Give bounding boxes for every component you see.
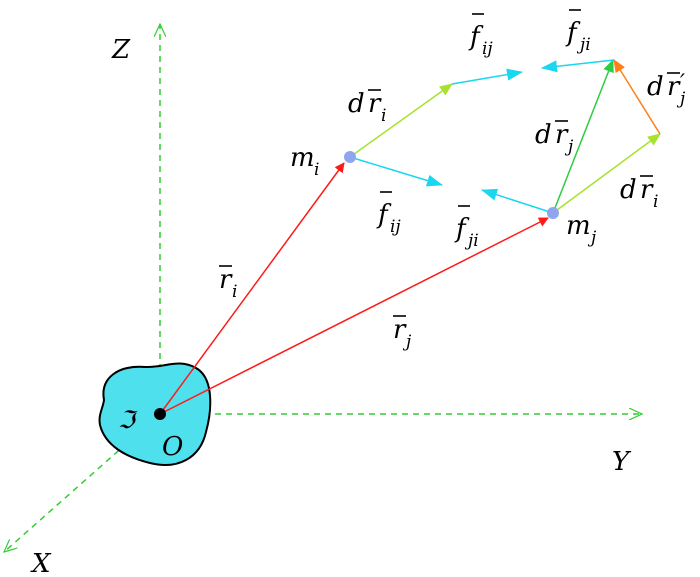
- svg-text:ji: ji: [464, 231, 479, 251]
- reference-frame-label: ℑ: [118, 406, 139, 434]
- force-fij-top: [451, 68, 523, 85]
- svg-text:r: r: [667, 72, 681, 102]
- displacement-drj-prime: [613, 59, 661, 135]
- fji-top-label: f ji: [565, 9, 591, 55]
- rj-label: r j: [393, 315, 412, 352]
- position-vector-ri: [159, 162, 345, 415]
- drj-label: d r j: [535, 120, 574, 157]
- displacement-dri-right: [552, 133, 661, 214]
- svg-text:j: j: [587, 228, 597, 248]
- svg-text:f: f: [565, 18, 581, 48]
- svg-text:i: i: [653, 192, 658, 212]
- y-axis-label: Y: [612, 447, 632, 477]
- particle-mj-dot: [547, 207, 559, 219]
- svg-text:m: m: [290, 143, 315, 173]
- particle-mi-label: m i: [290, 143, 319, 180]
- fji-bottom-label: f ji: [454, 205, 479, 251]
- particle-mj-label: m j: [566, 211, 597, 248]
- x-axis-label: X: [30, 549, 52, 577]
- origin-label: O: [162, 432, 183, 462]
- svg-text:d: d: [647, 72, 664, 102]
- svg-text:d: d: [535, 120, 552, 150]
- force-fji-top: [541, 59, 615, 73]
- svg-text:d: d: [348, 89, 365, 119]
- svg-text:r: r: [555, 120, 569, 150]
- svg-text:i: i: [314, 160, 319, 180]
- svg-text:ij: ij: [482, 39, 493, 59]
- displacement-dri-left: [349, 83, 453, 158]
- svg-text:i: i: [381, 106, 386, 126]
- svg-text:i: i: [232, 282, 237, 302]
- svg-text:′: ′: [680, 71, 685, 96]
- svg-text:r: r: [219, 265, 233, 295]
- displacement-drj: [552, 59, 614, 214]
- z-axis-label: Z: [111, 35, 131, 65]
- position-vector-rj: [159, 217, 549, 415]
- origin-dot: [154, 408, 166, 420]
- svg-text:ij: ij: [390, 217, 401, 237]
- svg-text:ji: ji: [576, 35, 591, 55]
- dri-right-label: d r i: [620, 175, 658, 212]
- svg-text:r: r: [368, 89, 382, 119]
- svg-text:d: d: [620, 175, 637, 205]
- fij-top-label: f ij: [468, 13, 493, 59]
- svg-text:j: j: [676, 89, 686, 109]
- fij-bottom-label: f ij: [376, 191, 401, 237]
- svg-text:m: m: [566, 211, 591, 241]
- force-fji-bottom: [481, 188, 554, 214]
- particle-mi-dot: [344, 151, 356, 163]
- drj-prime-label: d r ′ j: [647, 71, 686, 109]
- ri-label: r i: [219, 265, 237, 302]
- svg-text:r: r: [393, 315, 407, 345]
- svg-text:r: r: [640, 175, 654, 205]
- force-fij-bottom: [349, 156, 443, 187]
- dri-left-label: d r i: [348, 89, 386, 126]
- svg-text:j: j: [564, 137, 574, 157]
- svg-text:j: j: [402, 332, 412, 352]
